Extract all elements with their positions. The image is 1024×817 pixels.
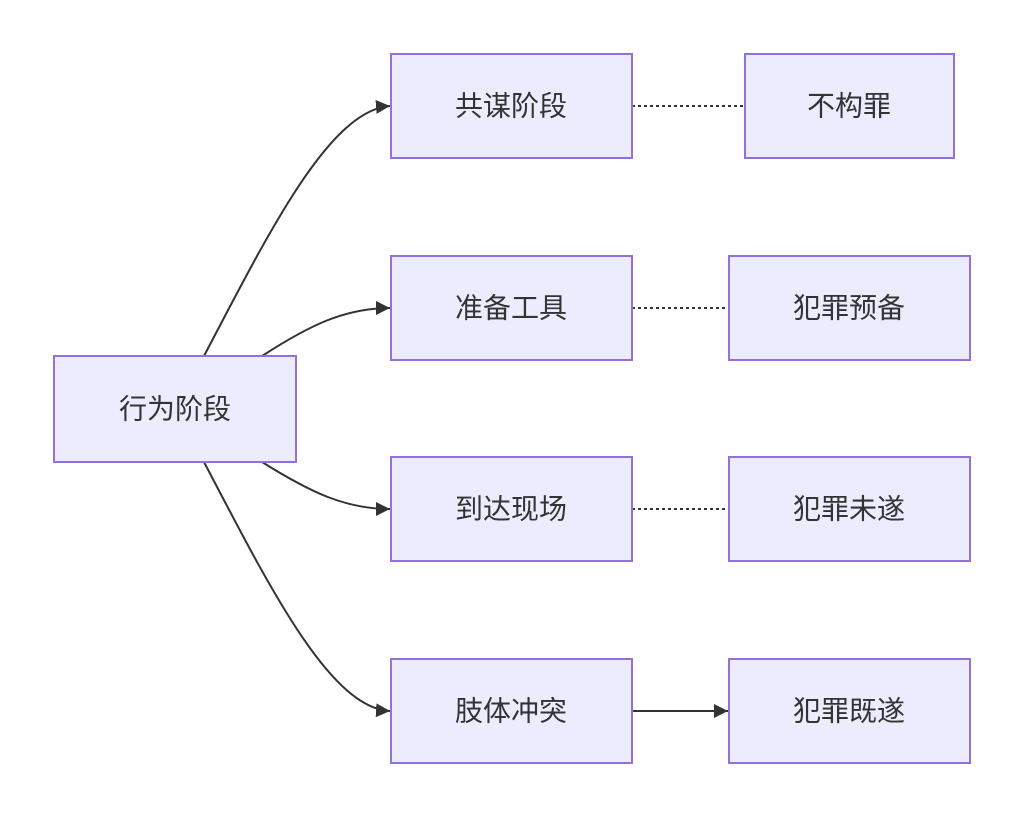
node-crime-preparation: 犯罪预备 bbox=[728, 255, 971, 361]
node-completed-crime: 犯罪既遂 bbox=[728, 658, 971, 764]
node-not-a-crime-label: 不构罪 bbox=[807, 90, 891, 123]
node-conspiracy-stage-label: 共谋阶段 bbox=[455, 90, 567, 123]
node-behavior-stage-label: 行为阶段 bbox=[119, 393, 231, 426]
node-attempted-crime-label: 犯罪未遂 bbox=[793, 493, 905, 526]
node-physical-conflict-label: 肢体冲突 bbox=[455, 695, 567, 728]
node-attempted-crime: 犯罪未遂 bbox=[728, 456, 971, 562]
node-prepare-tools: 准备工具 bbox=[390, 255, 633, 361]
edge-behavior-to-conflict bbox=[203, 461, 391, 718]
node-crime-preparation-label: 犯罪预备 bbox=[793, 292, 905, 325]
node-not-a-crime: 不构罪 bbox=[744, 53, 955, 159]
node-prepare-tools-label: 准备工具 bbox=[455, 292, 567, 325]
node-completed-crime-label: 犯罪既遂 bbox=[793, 695, 905, 728]
node-arrive-scene: 到达现场 bbox=[390, 456, 633, 562]
node-physical-conflict: 肢体冲突 bbox=[390, 658, 633, 764]
edge-behavior-to-prepare bbox=[261, 301, 391, 357]
edge-behavior-to-arrive bbox=[261, 461, 391, 516]
edge-behavior-to-conspiracy bbox=[203, 99, 391, 357]
node-conspiracy-stage: 共谋阶段 bbox=[390, 53, 633, 159]
node-arrive-scene-label: 到达现场 bbox=[455, 493, 567, 526]
node-behavior-stage: 行为阶段 bbox=[53, 355, 297, 463]
